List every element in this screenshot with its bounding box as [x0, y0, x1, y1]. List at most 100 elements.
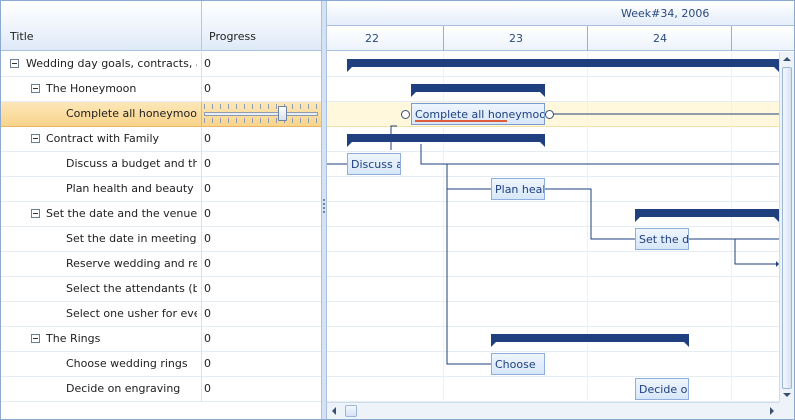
gantt-row[interactable]	[327, 252, 779, 277]
gantt-row[interactable]	[327, 377, 779, 402]
table-row[interactable]: Wedding day goals, contracts, and 0	[1, 52, 321, 77]
task-bar-choose-rings[interactable]: Choose	[491, 353, 545, 375]
progress-cell[interactable]: 0	[204, 132, 211, 145]
table-row[interactable]: Plan health and beauty pr 0	[1, 177, 321, 202]
table-row[interactable]: The Rings 0	[1, 327, 321, 352]
gantt-row[interactable]	[327, 127, 779, 152]
vertical-scroll-thumb[interactable]	[782, 67, 792, 389]
progress-cell[interactable]: 0	[204, 157, 211, 170]
progress-slider[interactable]	[202, 103, 320, 125]
task-bar-set-date[interactable]: Set the d	[635, 228, 689, 250]
dependency-link	[446, 164, 491, 190]
task-title-cell[interactable]: Complete all honeymoon	[66, 107, 197, 120]
task-bar-decide-engraving[interactable]: Decide o	[635, 378, 689, 400]
gantt-row[interactable]	[327, 227, 779, 252]
table-row[interactable]: The Honeymoon 0	[1, 77, 321, 102]
slider-thumb[interactable]	[278, 106, 287, 121]
progress-cell[interactable]: 0	[204, 307, 211, 320]
gantt-row[interactable]	[327, 302, 779, 327]
task-title-cell[interactable]: Select one usher for every	[66, 307, 197, 320]
collapse-icon[interactable]	[31, 334, 40, 343]
progress-cell[interactable]: 0	[204, 382, 211, 395]
progress-cell[interactable]: 0	[204, 82, 211, 95]
collapse-icon[interactable]	[31, 209, 40, 218]
progress-cell[interactable]: 0	[204, 232, 211, 245]
splitter-grip-icon[interactable]	[323, 199, 325, 215]
task-title-cell[interactable]: Reserve wedding and rece	[66, 257, 197, 270]
gantt-row[interactable]	[327, 52, 779, 77]
link-end-handle[interactable]	[545, 110, 554, 119]
task-grid: Title Progress Wedding day goals, contra…	[1, 1, 321, 419]
column-header-title[interactable]: Title	[10, 30, 34, 43]
progress-cell[interactable]: 0	[204, 357, 211, 370]
scroll-right-icon[interactable]	[770, 407, 774, 415]
table-row[interactable]: Set the date and the venue 0	[1, 202, 321, 227]
task-title-cell[interactable]: Decide on engraving	[66, 382, 181, 395]
summary-bar-rings[interactable]	[491, 334, 689, 347]
day-gridline	[587, 52, 588, 402]
column-header-progress[interactable]: Progress	[209, 30, 256, 43]
table-row[interactable]: Select the attendants (brid 0	[1, 277, 321, 302]
gantt-row[interactable]	[327, 152, 779, 177]
table-row[interactable]: Select one usher for every 0	[1, 302, 321, 327]
task-title-cell[interactable]: Choose wedding rings	[66, 357, 188, 370]
task-title-cell[interactable]: Discuss a budget and the	[66, 157, 197, 170]
vertical-scrollbar[interactable]	[779, 52, 794, 402]
task-title-cell[interactable]: Select the attendants (brid	[66, 282, 197, 295]
task-bar-plan-health[interactable]: Plan heal	[491, 178, 545, 200]
gantt-row[interactable]	[327, 277, 779, 302]
gantt-row[interactable]	[327, 77, 779, 102]
table-row[interactable]: Contract with Family 0	[1, 127, 321, 152]
table-row[interactable]: Complete all honeymoon	[1, 102, 321, 127]
task-title-cell[interactable]: Set the date in meeting wi	[66, 232, 197, 245]
table-row[interactable]: Decide on engraving 0	[1, 377, 321, 402]
table-row[interactable]: Set the date in meeting wi 0	[1, 227, 321, 252]
task-title-cell[interactable]: The Honeymoon	[46, 82, 137, 95]
day-divider	[587, 26, 588, 51]
gantt-row[interactable]	[327, 177, 779, 202]
horizontal-scrollbar[interactable]	[327, 402, 779, 419]
task-bar-complete-honeymoon[interactable]: Complete all honeymoon	[411, 103, 545, 125]
scroll-up-icon[interactable]	[783, 57, 791, 61]
summary-bar-wedding-goals[interactable]	[347, 59, 779, 72]
link-start-handle[interactable]	[401, 110, 410, 119]
pane-splitter[interactable]	[321, 1, 327, 419]
task-bar-discuss-budget[interactable]: Discuss a	[347, 153, 401, 175]
table-row[interactable]: Discuss a budget and the 0	[1, 152, 321, 177]
dependency-links	[327, 113, 779, 367]
summary-bar-honeymoon[interactable]	[411, 84, 545, 97]
progress-cell[interactable]: 0	[204, 57, 211, 70]
collapse-icon[interactable]	[31, 134, 40, 143]
horizontal-scroll-thumb[interactable]	[345, 405, 357, 417]
day-divider	[443, 26, 444, 51]
table-row[interactable]: Reserve wedding and rece 0	[1, 252, 321, 277]
task-title-cell[interactable]: Set the date and the venue	[46, 207, 197, 220]
column-divider[interactable]	[201, 1, 202, 51]
task-title-cell[interactable]: Contract with Family	[46, 132, 160, 145]
task-title-cell[interactable]: Wedding day goals, contracts, and	[26, 57, 197, 70]
day-label: 24	[653, 32, 667, 45]
gantt-row[interactable]	[327, 327, 779, 352]
collapse-icon[interactable]	[31, 84, 40, 93]
progress-cell[interactable]: 0	[204, 207, 211, 220]
task-title-cell[interactable]: Plan health and beauty pr	[66, 182, 197, 195]
task-title-cell[interactable]: The Rings	[46, 332, 101, 345]
slider-track[interactable]	[204, 112, 318, 116]
progress-cell[interactable]: 0	[204, 332, 211, 345]
cell-divider	[201, 377, 202, 402]
summary-bar-contract-family[interactable]	[347, 134, 545, 147]
slider-ticks	[204, 104, 318, 109]
cell-divider	[201, 352, 202, 377]
progress-cell[interactable]: 0	[204, 282, 211, 295]
table-row[interactable]: Choose wedding rings 0	[1, 352, 321, 377]
progress-cell[interactable]: 0	[204, 257, 211, 270]
cell-divider	[201, 177, 202, 202]
scroll-down-icon[interactable]	[783, 393, 791, 397]
collapse-icon[interactable]	[10, 59, 19, 68]
summary-bar-set-date-venue[interactable]	[635, 209, 779, 222]
scroll-left-icon[interactable]	[332, 407, 336, 415]
gantt-row[interactable]	[327, 352, 779, 377]
progress-cell[interactable]: 0	[204, 182, 211, 195]
day-divider	[731, 26, 732, 51]
gantt-row[interactable]	[327, 202, 779, 227]
